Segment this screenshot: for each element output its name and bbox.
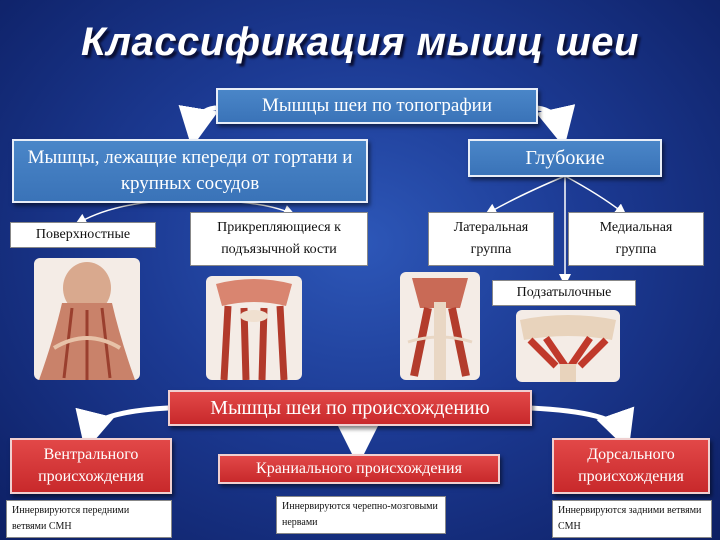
anterior-group-label: Мышцы, лежащие кпереди от гортани и круп… xyxy=(27,147,353,194)
hyoid-muscles-illustration xyxy=(206,276,302,380)
dorsal-innervation-note: Иннервируются задними ветвями СМН xyxy=(552,500,712,538)
anterior-group-box: Мышцы, лежащие кпереди от гортани и круп… xyxy=(12,139,368,203)
arrow-topo-to-deep xyxy=(534,104,576,148)
hyoid-box: Прикрепляющиеся к подъязычной кости xyxy=(190,212,368,266)
arrow-deep-to-lateral xyxy=(484,175,566,215)
deep-neck-muscles-illustration xyxy=(400,272,480,380)
topography-header: Мышцы шеи по топографии xyxy=(216,88,538,124)
topography-header-label: Мышцы шеи по топографии xyxy=(262,95,492,116)
cranial-innervation-text: Иннервируются черепно-мозговыми нервами xyxy=(282,501,438,528)
cranial-innervation-note: Иннервируются черепно-мозговыми нервами xyxy=(276,496,446,534)
arrow-deep-to-medial xyxy=(564,175,627,216)
origin-header-label: Мышцы шеи по происхождению xyxy=(210,397,490,419)
deep-group-box: Глубокие xyxy=(468,139,662,177)
lateral-group-label: Латеральная группа xyxy=(453,220,529,257)
hyoid-label: Прикрепляющиеся к подъязычной кости xyxy=(217,220,341,257)
arrow-anterior-to-superficial xyxy=(74,199,191,225)
suboccipital-muscles-illustration xyxy=(516,310,620,382)
lateral-group-box: Латеральная группа xyxy=(428,212,554,266)
dorsal-innervation-text: Иннервируются задними ветвями СМН xyxy=(558,505,702,532)
dorsal-origin-box: Дорсального происхождения xyxy=(552,438,710,494)
deep-group-label: Глубокие xyxy=(525,147,605,169)
medial-group-label: Медиальная группа xyxy=(599,220,673,257)
ventral-origin-box: Вентрального происхождения xyxy=(10,438,172,494)
cranial-origin-label: Краниального происхождения xyxy=(256,460,462,477)
ventral-innervation-note: Иннервируются передними ветвями СМН xyxy=(6,500,172,538)
ventral-innervation-text: Иннервируются передними ветвями СМН xyxy=(12,505,130,532)
arrow-origin-to-dorsal xyxy=(527,405,635,451)
arrow-topo-to-anterior xyxy=(178,104,219,148)
arrow-origin-to-ventral xyxy=(75,405,171,452)
suboccipital-box: Подзатылочные xyxy=(492,280,636,306)
superficial-box: Поверхностные xyxy=(10,222,156,248)
medial-group-box: Медиальная группа xyxy=(568,212,704,266)
superficial-label: Поверхностные xyxy=(35,227,131,242)
origin-header: Мышцы шеи по происхождению xyxy=(168,390,532,426)
page-title: Классификация мышц шеи xyxy=(81,20,639,64)
ventral-origin-label: Вентрального происхождения xyxy=(38,446,144,485)
dorsal-origin-label: Дорсального происхождения xyxy=(578,446,684,485)
cranial-origin-box: Краниального происхождения xyxy=(218,454,500,484)
suboccipital-label: Подзатылочные xyxy=(516,285,612,300)
superficial-neck-muscles-illustration xyxy=(34,258,140,380)
